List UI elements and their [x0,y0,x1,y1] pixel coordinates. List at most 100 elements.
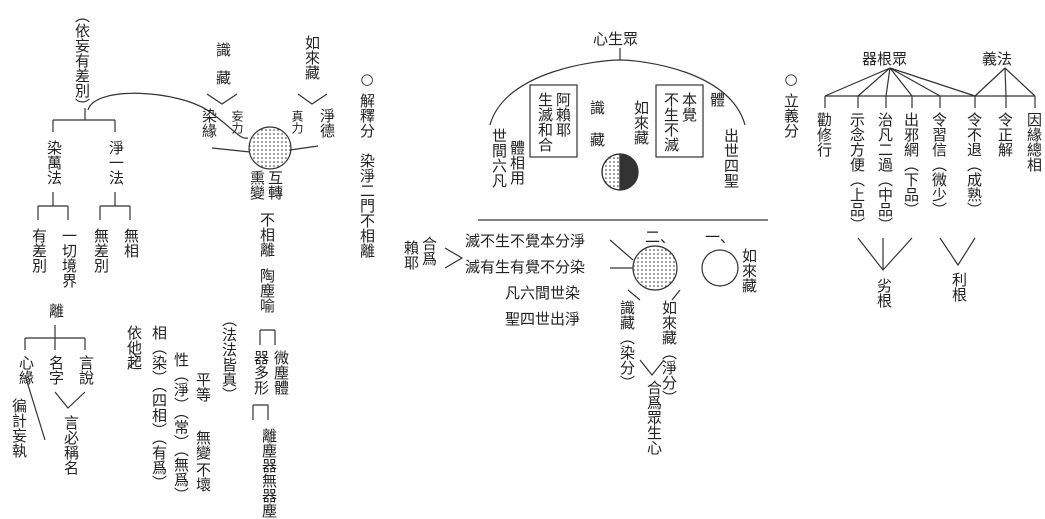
jing-branch [99,192,131,220]
row-sheng: 聖四世出淨 [505,310,581,328]
label-busheng: 不生不滅 [662,92,680,152]
label-col-buhuai: 不壞 [194,462,212,492]
label-hewei-zhong: 合爲眾生心 [645,380,663,455]
label-ranwanfa: 染萬法 [45,140,63,185]
label-lingzheng: 令正解 [996,112,1014,157]
ranyuan-line [211,147,251,153]
label-col-xiang: 相（染）（四相）（有爲） [150,325,168,490]
label-shizang-ran: 識藏（染分） [618,300,636,390]
row-fan: 凡六間世染 [505,284,581,302]
hewei-circle [632,245,678,291]
qigen-fans [824,67,976,97]
label-xunbian: 熏變 [248,170,266,200]
li-branch [24,325,86,350]
jing-line [609,239,634,261]
label-huzhuan: 互轉 [266,170,284,200]
label-shixiang: 世間六凡 [490,128,508,188]
big-arc [489,59,746,126]
label-quanxiu: 勸修行 [815,112,833,157]
li-vee [939,237,976,267]
shizang-vee [206,93,238,105]
long-curve [87,92,249,139]
left-branch [52,119,116,132]
label-lingxi: 令習信（微少） [930,112,948,217]
label-zang2: 藏 [588,132,606,147]
label-tixiangyong: 體相用 [508,140,526,185]
wei-bracket [259,329,276,345]
label-two: 二、 [645,228,676,246]
label-wuchabie: 無差別 [92,228,110,273]
li-bracket [252,404,269,420]
label-shinian: 示念方便（上品） [848,112,866,232]
benjue-box [655,84,704,158]
label-zhifan: 治凡二過（中品） [876,112,894,232]
label-laiye: 賴耶 [402,240,420,270]
yan-vee [54,391,86,409]
label-yanbi: 言必稱名 [62,415,80,475]
xin-vee [129,349,139,367]
label-shi: 識 [214,42,232,57]
label-yitaqi: 依他起 [125,325,143,370]
label-rulaizang: 如來藏 [303,35,321,80]
right-drops [824,96,1036,108]
label-yiwang: （依妄有差別） [73,8,91,113]
label-li: 離 [47,303,65,318]
bian-line [24,374,46,441]
label-yinyuan: 因緣總相 [1025,112,1043,172]
rulaizang-circle [701,249,739,287]
label-hewei: 合爲 [420,236,438,266]
label-youchabie: 有差別 [30,228,48,273]
label-zhenli: 真力 [290,110,304,134]
label-one: 一、 [705,228,736,246]
label-shi2: 識 [588,100,606,115]
yifa-fans [974,67,1036,97]
label-bianji: 徧計妄執 [10,398,28,458]
label-liegen: 劣根 [875,278,893,308]
label-chushi: 出世四聖 [722,128,740,188]
label-jingyifa: 淨一法 [107,140,125,185]
label-shengmie: 生滅和合 [536,92,554,152]
xunbian-circle [248,126,292,170]
rulai-vee [297,93,328,105]
label-yifa: 義法 [982,50,1013,68]
row-mie-yousheng: 滅有生有覺不分染 [465,258,586,276]
label-xinyuan: 心緣 [17,355,35,385]
label-zang: 藏 [214,70,232,85]
label-jingde: 淨德 [318,108,336,138]
label-wangli: 妄力 [230,110,244,134]
label-ti: 體 [708,92,726,107]
label-chuxie: 出邪網（下品） [902,112,920,217]
label-rulaizang3: 如來藏 [740,248,758,293]
label-lichen: 離塵器無器塵 [260,428,278,518]
section-jieshi: ○ 解釋分 染淨二門不相離 [358,70,376,258]
jingde-line [289,145,319,151]
label-col-wubian: 無變 [194,430,212,460]
section-liyi: ○ 立義分 [782,70,800,138]
label-taochenyu: 陶塵喻 [258,268,276,313]
label-weichenti: 微塵體 [272,350,290,395]
ran-branch [37,192,69,220]
zhong-vee [639,359,665,376]
label-qiduoxing: 器多形 [252,350,270,395]
label-yanshuo: 言說 [77,355,95,385]
label-ranyuan: 染緣 [200,108,218,138]
label-rulai-jing: 如來藏（淨分） [660,300,678,405]
row-mie-busheng: 滅不生不覺本分淨 [465,232,586,250]
lie-vee [857,237,913,271]
label-benjue: 本覺 [680,92,698,122]
label-buxiangli: 不相離 [258,212,276,257]
label-col-xing: 性（淨）（常）（無爲） [172,352,190,502]
label-fafazhen: （法法皆真） [220,312,238,402]
label-qigenzhong: 器根眾 [862,50,908,68]
label-xinshengzhong: 心生眾 [593,30,639,48]
label-col-pingdeng: 平等 [194,372,212,402]
laiye-vee [444,247,464,269]
label-mingzi: 名字 [47,355,65,385]
label-wuxiang: 無相 [122,228,140,258]
label-alaiye: 阿賴耶 [554,92,572,137]
label-ligen: 利根 [950,272,968,302]
label-rulai2: 如來藏 [632,100,650,145]
label-lingbutui: 令不退（成熟） [965,112,983,217]
